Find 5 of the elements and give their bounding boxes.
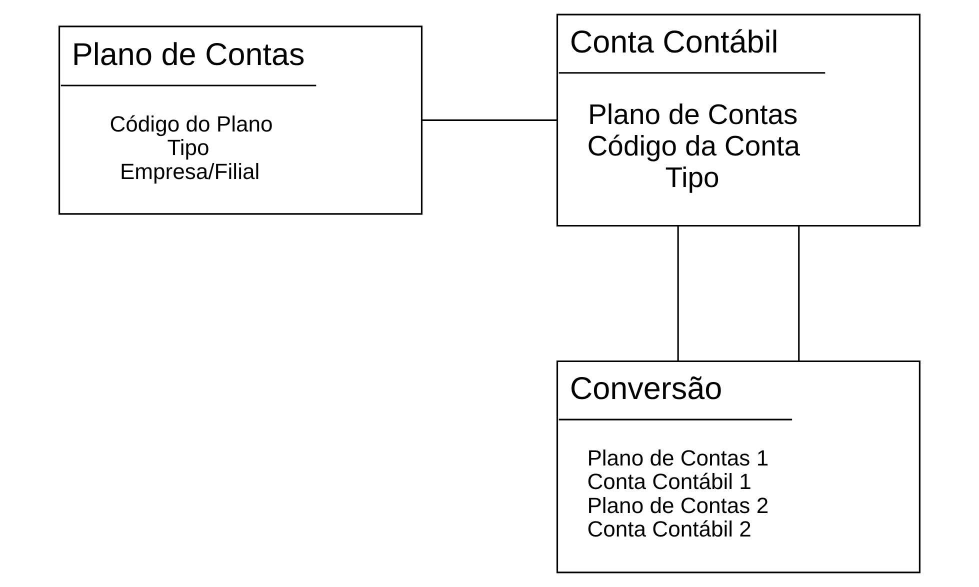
connector xyxy=(798,226,800,361)
node-box: Conta Contábil Plano de Contas Código da Conta Tipo xyxy=(556,14,920,227)
connector xyxy=(422,119,558,121)
connector xyxy=(677,226,679,361)
node-box: Conversão Plano de Contas 1 Conta Contábil 1 Plano de Contas 2 Conta Contábil 2 xyxy=(556,360,920,574)
